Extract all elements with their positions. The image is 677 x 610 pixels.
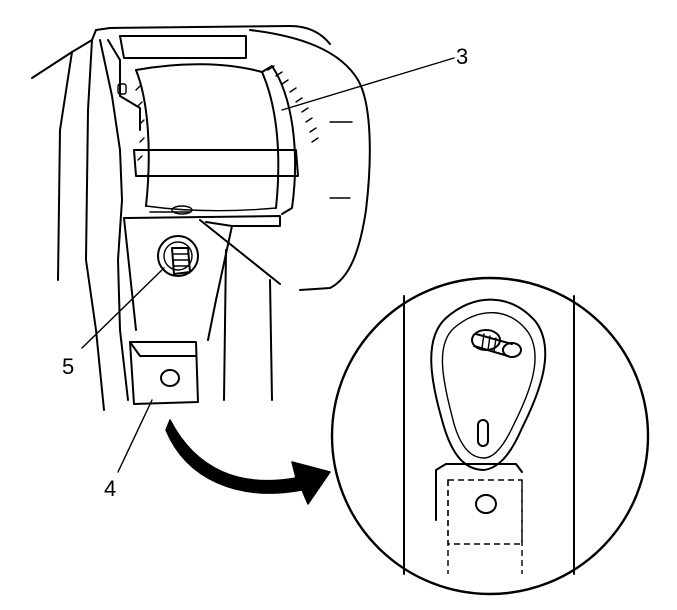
mounting-bracket xyxy=(123,215,281,405)
callout-4-label: 4 xyxy=(104,476,116,501)
retractor-bolt xyxy=(157,235,199,277)
leader-line-3 xyxy=(281,57,455,111)
callout-5-label: 5 xyxy=(62,354,74,379)
pillar-panel xyxy=(31,25,331,411)
detail-slot xyxy=(477,419,489,447)
retractor-housing xyxy=(107,29,371,291)
leader-line-5 xyxy=(81,267,165,349)
retractor-spool xyxy=(133,63,319,215)
detail-arrow xyxy=(165,419,331,505)
leader-line-4 xyxy=(117,399,153,473)
detail-stud xyxy=(471,329,522,358)
trim-line xyxy=(223,249,227,401)
detail-hidden-bracket xyxy=(435,463,523,574)
trim-line xyxy=(269,279,273,401)
callout-3-label: 3 xyxy=(456,44,468,69)
detail-view xyxy=(330,276,650,596)
